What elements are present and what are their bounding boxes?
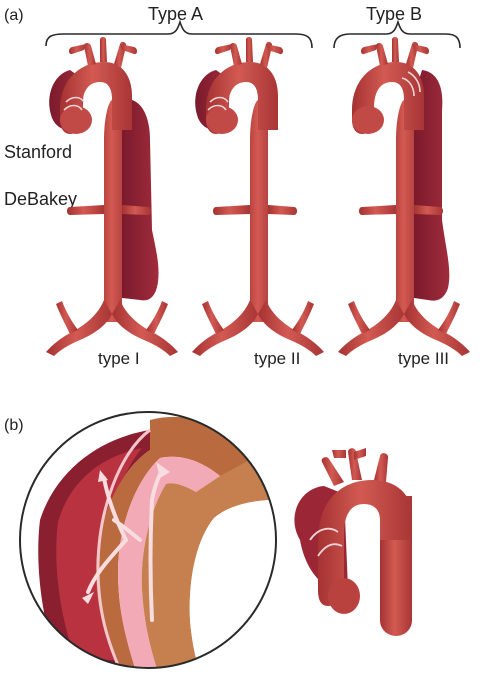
true-lumen-magnified bbox=[118, 456, 220, 668]
type-b-brace bbox=[333, 19, 461, 49]
vessel-wall-magnified bbox=[96, 416, 260, 668]
stanford-label: Stanford bbox=[4, 142, 72, 162]
magnified-dissection-view bbox=[19, 411, 277, 669]
panel-b-label: (b) bbox=[4, 417, 24, 434]
blood-flow-arrows bbox=[86, 468, 164, 622]
type-b-label: Type B bbox=[366, 4, 422, 24]
panel-a-label: (a) bbox=[4, 7, 24, 24]
aorta-type-i bbox=[46, 37, 178, 356]
false-lumen-type-i bbox=[122, 100, 159, 301]
aortic-arch-dissection bbox=[294, 448, 412, 636]
intimal-tear-arch bbox=[309, 527, 343, 557]
aorta-type-ii bbox=[192, 37, 324, 356]
caption-type-i: type I bbox=[98, 349, 140, 368]
intimal-tear-type-i bbox=[63, 96, 85, 111]
debakey-label: DeBakey bbox=[4, 189, 77, 209]
caption-type-iii: type III bbox=[398, 349, 449, 368]
type-a-brace bbox=[45, 19, 313, 49]
type-a-label: Type A bbox=[148, 4, 203, 24]
intimal-tear-type-iii bbox=[401, 71, 421, 97]
caption-type-ii: type II bbox=[254, 349, 300, 368]
aorta-type-iii bbox=[338, 37, 470, 356]
intimal-tear-type-ii bbox=[207, 96, 229, 111]
